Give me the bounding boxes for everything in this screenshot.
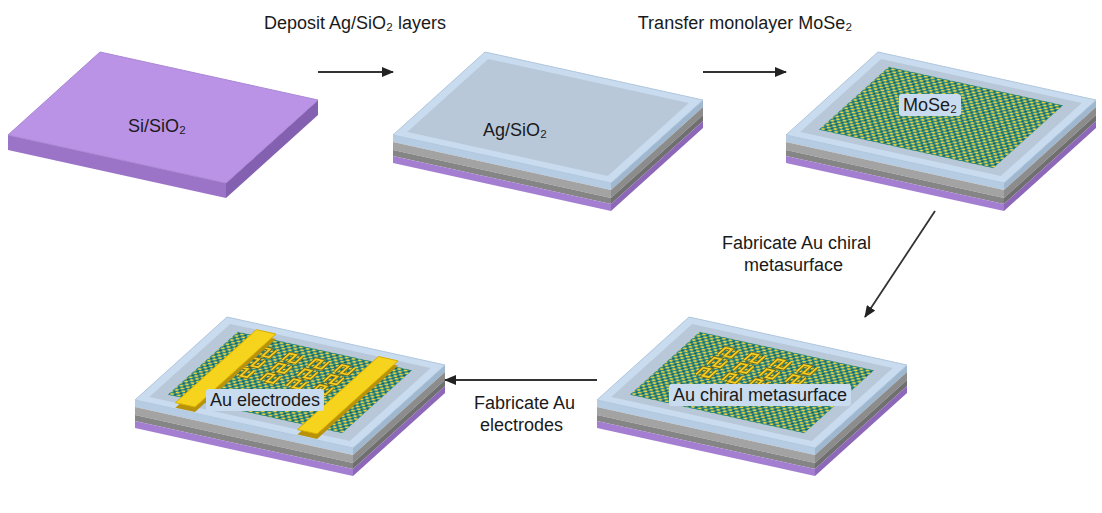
mose2-monolayer — [630, 332, 874, 433]
layered-slab — [393, 52, 703, 211]
substrate-stage: Si/SiO₂ — [8, 52, 318, 198]
metasurface-stage: Au chiral metasurface — [597, 317, 907, 476]
stage-label: MoSe₂ — [899, 94, 961, 116]
mose2-monolayer — [819, 67, 1063, 168]
device-slab — [135, 317, 445, 476]
stage-label-holder: Au electrodes — [206, 389, 324, 411]
step-label: Fabricate Au chiral metasurface — [719, 233, 871, 275]
mose2-lattice — [819, 67, 1063, 168]
process-arrow — [445, 379, 597, 381]
substrate-slab — [8, 52, 318, 198]
electrode-stage: Au electrodes — [135, 317, 445, 476]
ag-sio2-slab — [393, 52, 703, 211]
mose2-lattice — [630, 332, 874, 433]
step-label: Transfer monolayer MoSe₂ — [635, 12, 855, 34]
step-label-holder: Fabricate Au chiral metasurface — [700, 232, 890, 276]
stage-label-holder: Si/SiO₂ — [128, 115, 186, 137]
step-label-holder: Fabricate Au electrodes — [458, 392, 588, 436]
process-arrow — [318, 71, 393, 73]
layered-slab — [135, 317, 445, 476]
process-arrow — [865, 211, 935, 317]
ag-sio2-stage: Ag/SiO₂ — [393, 52, 703, 211]
mose2-stage: MoSe₂ — [786, 52, 1096, 211]
step-label: Deposit Ag/SiO₂ layers — [261, 12, 449, 34]
stage-label-holder: Au chiral metasurface — [669, 384, 851, 406]
mose2-slab — [786, 52, 1096, 211]
stage-label: Au chiral metasurface — [669, 384, 851, 406]
step-label: Fabricate Au electrodes — [471, 393, 575, 435]
metasurface-slab — [597, 317, 907, 476]
stage-label: Au electrodes — [206, 389, 324, 411]
layered-slab — [597, 317, 907, 476]
stage-label-holder: Ag/SiO₂ — [483, 119, 547, 141]
au-electrodes — [175, 330, 398, 434]
stage-label: Ag/SiO₂ — [483, 119, 547, 141]
stage-label-holder: MoSe₂ — [899, 94, 961, 116]
layered-slab — [786, 52, 1096, 211]
process-arrow — [703, 71, 786, 73]
step-label-holder: Deposit Ag/SiO₂ layers — [261, 12, 449, 34]
step-label-holder: Transfer monolayer MoSe₂ — [635, 12, 855, 34]
slab-top-face — [8, 52, 318, 183]
stage-label: Si/SiO₂ — [128, 115, 186, 137]
